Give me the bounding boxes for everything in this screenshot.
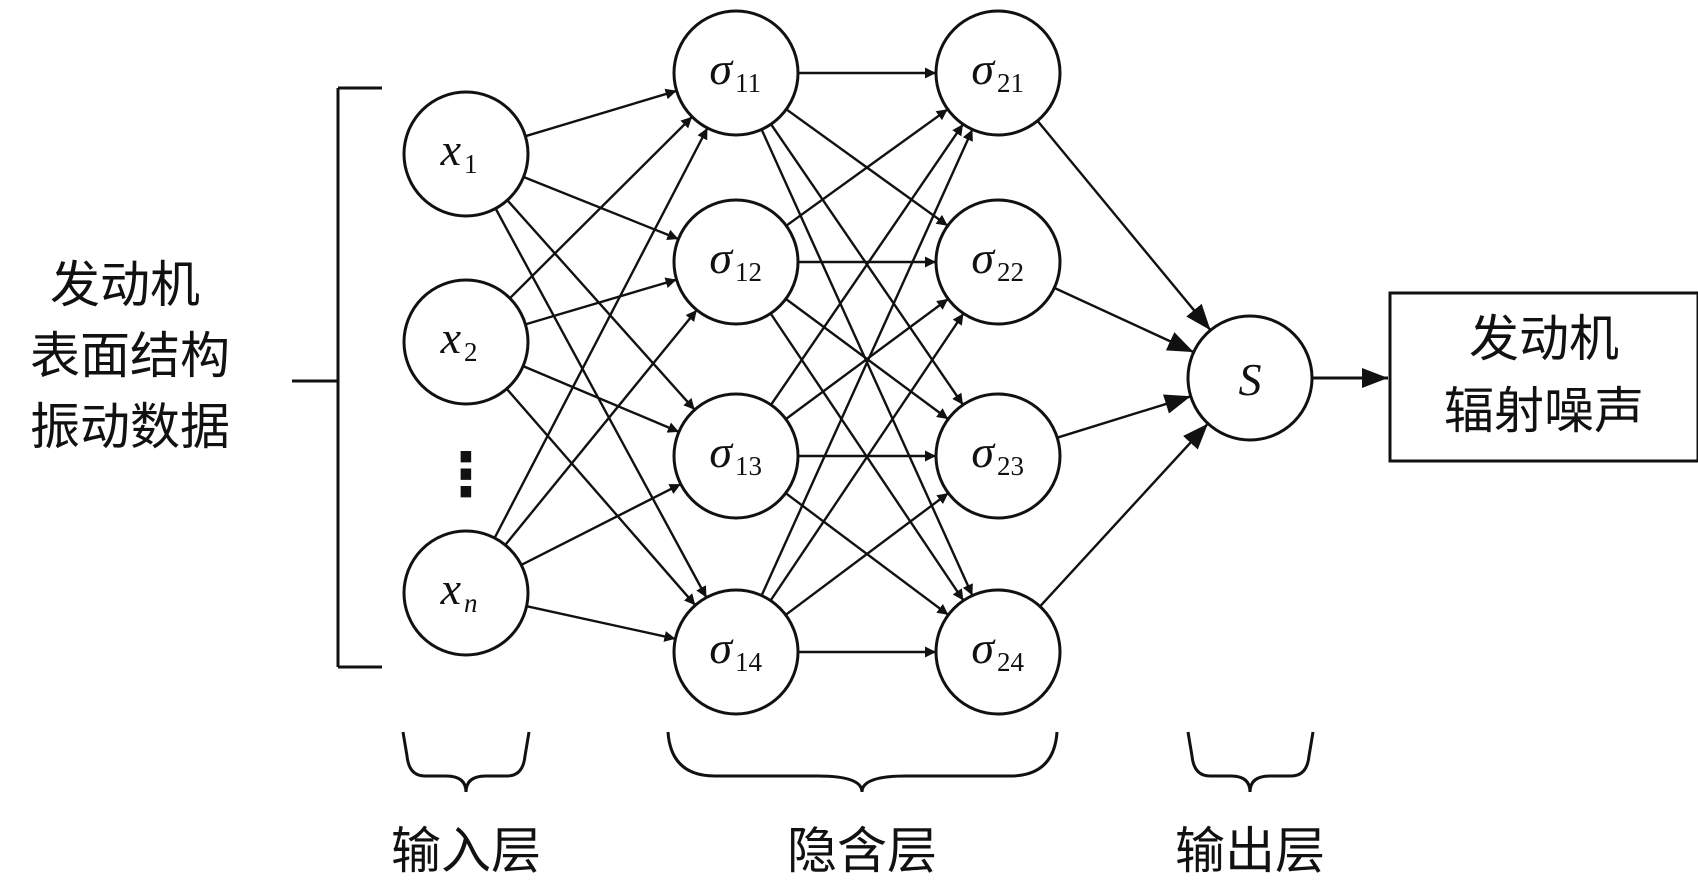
- node-symbol: S: [1239, 354, 1262, 405]
- hidden-layer-brace: [666, 731, 1059, 793]
- node-symbol: σ: [709, 43, 734, 94]
- hidden-layer-2-nodes: σ 21 σ 22 σ 23 σ 24: [934, 9, 1062, 716]
- input-node-x1: x 1: [402, 90, 530, 218]
- output-node-s: S: [1186, 314, 1314, 442]
- node-symbol: x: [440, 563, 462, 614]
- input-layer-label: 输入层: [391, 822, 541, 880]
- input-node-xn: x n: [402, 529, 530, 657]
- hidden-node-sigma-21: σ 21: [934, 9, 1062, 137]
- edge-x2-to-sigma12: [525, 277, 677, 326]
- edge-x1-to-sigma14: [494, 207, 708, 599]
- input-label-line-2: 表面结构: [30, 327, 230, 385]
- hidden-layer-label: 隐含层: [787, 822, 937, 880]
- node-subscript: 11: [735, 68, 761, 98]
- hidden-node-sigma-13: σ 13: [672, 392, 800, 520]
- input-label-line-3: 振动数据: [30, 398, 230, 456]
- node-subscript: 14: [735, 647, 763, 677]
- output-label-line-2: 辐射噪声: [1444, 382, 1644, 440]
- edge-x2-to-sigma11: [509, 115, 693, 300]
- node-symbol: σ: [971, 43, 996, 94]
- node-subscript: n: [464, 588, 478, 618]
- input-label-line-1: 发动机: [50, 256, 200, 314]
- edge-sigma12-to-sigma21: [785, 108, 949, 227]
- hidden-node-sigma-22: σ 22: [934, 198, 1062, 326]
- node-symbol: x: [440, 124, 462, 175]
- edge-sigma13-to-sigma22: [785, 297, 949, 421]
- node-subscript: 12: [735, 257, 762, 287]
- node-subscript: 21: [997, 68, 1024, 98]
- input-layer-nodes: x 1 x 2 ⋮ x n: [402, 90, 530, 657]
- edge-x1-to-sigma13: [506, 199, 696, 411]
- output-label-line-1: 发动机: [1469, 310, 1619, 368]
- edge-x2-to-sigma13: [522, 364, 680, 434]
- node-symbol: σ: [971, 622, 996, 673]
- input-layer-brace: [401, 731, 531, 793]
- input-bracket: [292, 86, 382, 669]
- edge-sigma21-to-s: [1036, 120, 1212, 331]
- edge-sigma24-to-s: [1039, 422, 1209, 608]
- edge-sigma14-to-sigma22: [769, 312, 965, 602]
- edge-sigma22-to-s: [1053, 286, 1195, 354]
- layer-braces: [401, 731, 1315, 793]
- node-symbol: σ: [709, 232, 734, 283]
- hidden-node-sigma-12: σ 12: [672, 198, 800, 326]
- node-symbol: σ: [971, 426, 996, 477]
- input-description: 发动机 表面结构 振动数据: [30, 256, 230, 456]
- edge-xn-to-sigma14: [526, 605, 676, 642]
- node-subscript: 23: [997, 451, 1024, 481]
- hidden-node-sigma-11: σ 11: [672, 9, 800, 137]
- edge-sigma14-to-sigma21: [760, 129, 974, 596]
- edge-sigma14-to-sigma23: [784, 492, 950, 616]
- edge-sigma23-to-s: [1056, 394, 1192, 439]
- edge-xn-to-sigma11: [493, 127, 709, 539]
- edge-xn-to-sigma12: [504, 309, 698, 546]
- edge-x1-to-sigma11: [525, 88, 677, 138]
- input-node-x2: x 2: [402, 278, 530, 406]
- edge-x2-to-sigma14: [505, 388, 697, 606]
- node-symbol: σ: [709, 426, 734, 477]
- node-symbol: σ: [971, 232, 996, 283]
- node-subscript: 2: [464, 337, 478, 367]
- output-layer-brace: [1186, 731, 1315, 793]
- output-layer-label: 输出层: [1175, 822, 1325, 880]
- node-symbol: x: [440, 312, 462, 363]
- hidden-node-sigma-14: σ 14: [672, 588, 800, 716]
- node-symbol: σ: [709, 622, 734, 673]
- connections: [493, 67, 1388, 658]
- node-subscript: 22: [997, 257, 1024, 287]
- hidden-node-sigma-23: σ 23: [934, 392, 1062, 520]
- edge-xn-to-sigma13: [520, 483, 682, 566]
- input-ellipsis: ⋮: [436, 440, 496, 510]
- edge-sigma13-to-sigma21: [770, 123, 964, 406]
- node-subscript: 1: [464, 149, 478, 179]
- node-subscript: 13: [735, 451, 762, 481]
- hidden-layer-1-nodes: σ 11 σ 12 σ 13 σ 14: [672, 9, 800, 716]
- node-subscript: 24: [997, 647, 1025, 677]
- hidden-node-sigma-24: σ 24: [934, 588, 1062, 716]
- output-result-box: 发动机 辐射噪声: [1388, 291, 1698, 463]
